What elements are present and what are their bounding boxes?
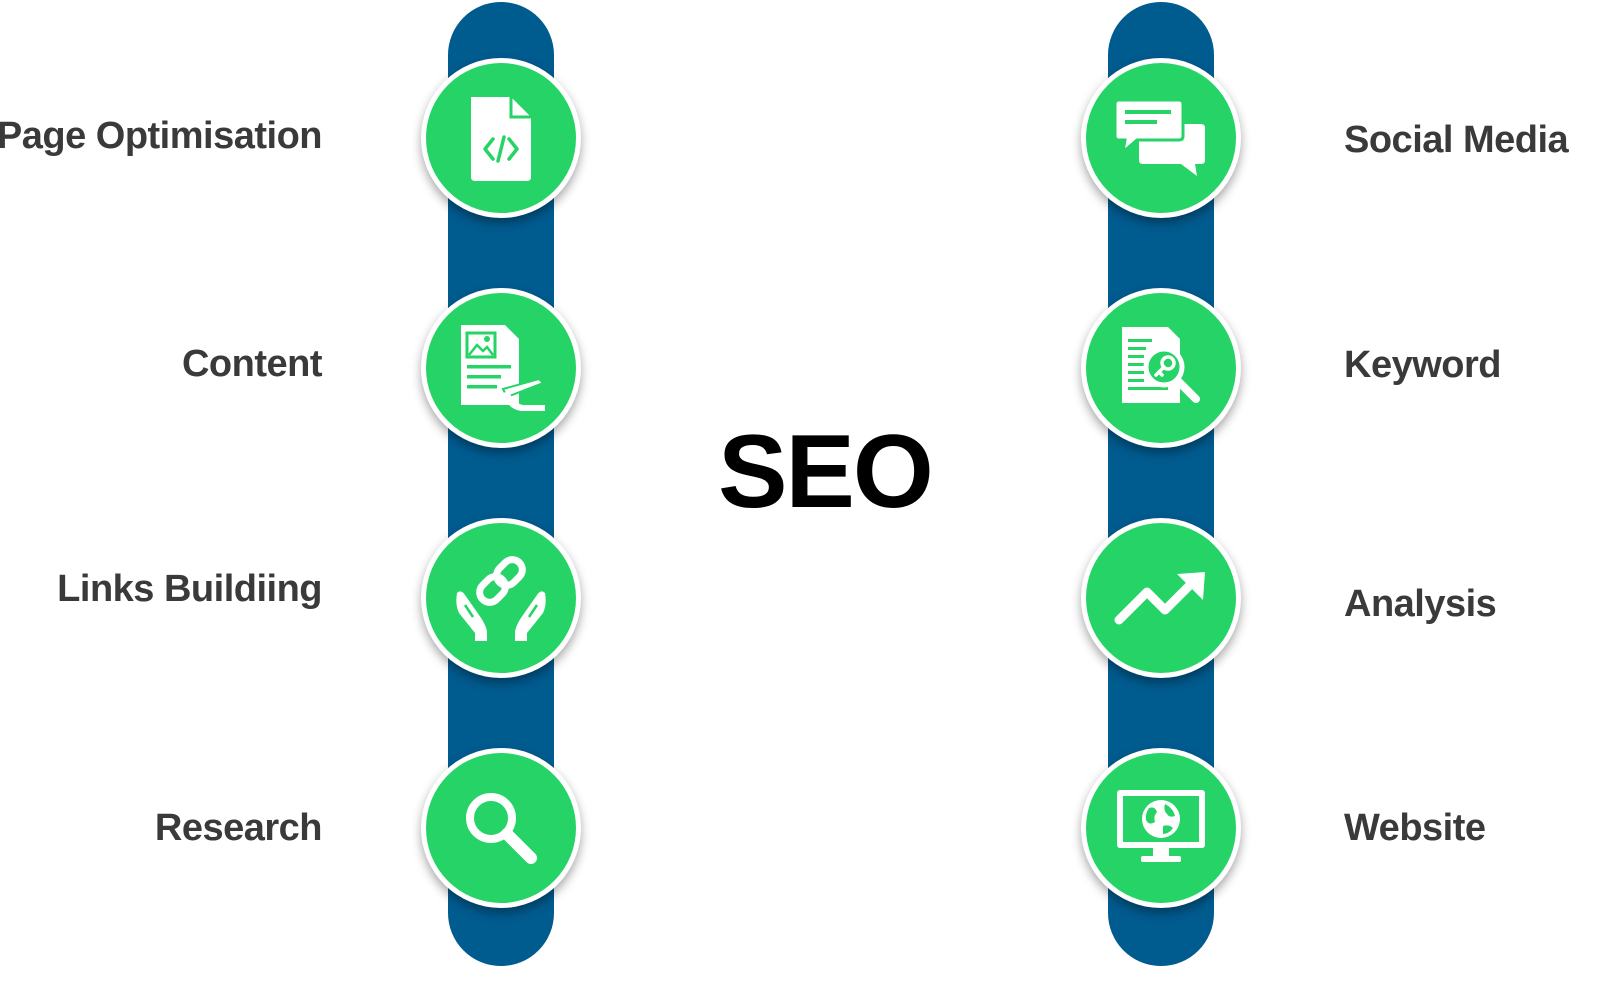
- magnifier-icon: [466, 793, 537, 864]
- node-social-media: [1081, 58, 1241, 218]
- label-keyword: Keyword: [1344, 344, 1501, 386]
- label-content: Content: [181, 343, 323, 385]
- node-research: [421, 748, 581, 908]
- trend-up-arrow-icon: [1114, 572, 1205, 625]
- label-social-media: Social Media: [1344, 119, 1569, 161]
- node-keyword: [1081, 288, 1241, 448]
- label-research: Research: [154, 807, 323, 849]
- node-page-optimisation: [421, 58, 581, 218]
- label-website: Website: [1344, 807, 1486, 849]
- node-content: [421, 288, 581, 448]
- content-writing-icon: [461, 325, 545, 411]
- label-page-optimisation: Page Optimisation: [0, 115, 323, 157]
- globe-monitor-icon: [1117, 790, 1205, 862]
- keyword-search-document-icon: [1122, 327, 1200, 403]
- node-analysis: [1081, 518, 1241, 678]
- label-analysis: Analysis: [1344, 583, 1497, 625]
- code-file-icon: [471, 97, 531, 181]
- label-links-building: Links Buildiing: [57, 568, 322, 610]
- node-website: [1081, 748, 1241, 908]
- chat-bubbles-icon: [1113, 98, 1205, 176]
- node-links-building: [421, 518, 581, 678]
- link-hands-icon: [456, 556, 546, 641]
- seo-title: SEO: [718, 414, 934, 530]
